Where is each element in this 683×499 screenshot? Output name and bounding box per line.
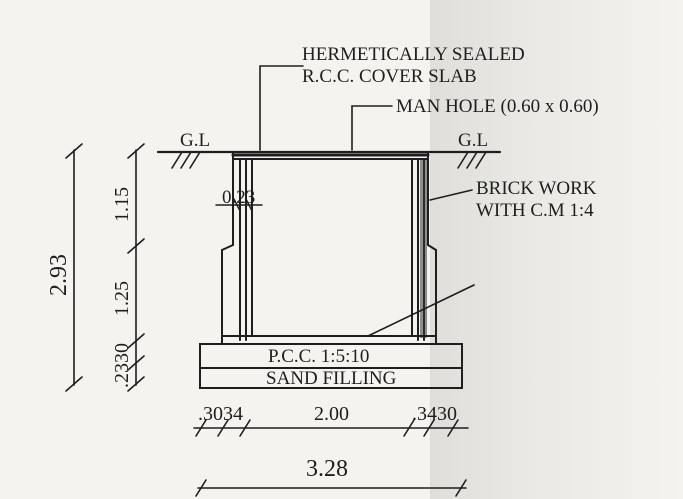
paper-shadow	[430, 0, 683, 499]
bottom-rc-slab	[221, 335, 437, 345]
label-cover-slab-1: HERMETICALLY SEALED	[302, 44, 525, 65]
sand-filling-bed	[199, 367, 463, 389]
ground-hatch-left	[171, 151, 201, 169]
wall-thickness-dim	[215, 198, 263, 212]
dim-label-inner-width: 2.00	[314, 403, 349, 425]
leader-rc-slab	[367, 284, 475, 337]
leader-brickwork	[429, 189, 473, 201]
label-gl-left: G.L	[180, 130, 210, 151]
dim-label-left-offset: .3034	[198, 403, 243, 425]
label-wall-thickness: 0.23	[222, 187, 255, 208]
label-sand-filling: SAND FILLING	[266, 368, 397, 389]
leader-manhole	[351, 105, 393, 151]
dim-label-base-height: .2330	[111, 343, 133, 388]
label-manhole: MAN HOLE (0.60 x 0.60)	[396, 96, 599, 117]
dim-label-total-width: 3.28	[306, 456, 348, 482]
label-pcc: P.C.C. 1:5:10	[268, 346, 369, 367]
left-brick-wall	[221, 158, 253, 341]
label-brickwork-1: BRICK WORK	[476, 178, 597, 199]
leader-cover-slab	[259, 65, 304, 151]
dim-width-chain	[193, 419, 469, 437]
dim-label-right-offset: .3430	[412, 403, 457, 425]
label-brickwork-2: WITH C.M 1:4	[476, 200, 594, 221]
dim-height-chain	[127, 143, 145, 392]
dim-label-lower-height: 1.25	[111, 281, 133, 316]
label-cover-slab-2: R.C.C. COVER SLAB	[302, 66, 477, 87]
dim-label-total-height: 2.93	[46, 254, 72, 296]
dim-total-height	[65, 143, 83, 392]
label-gl-right: G.L	[458, 130, 488, 151]
dim-label-upper-height: 1.15	[111, 187, 133, 222]
ground-hatch-right	[457, 151, 487, 169]
dim-total-width	[195, 479, 467, 497]
